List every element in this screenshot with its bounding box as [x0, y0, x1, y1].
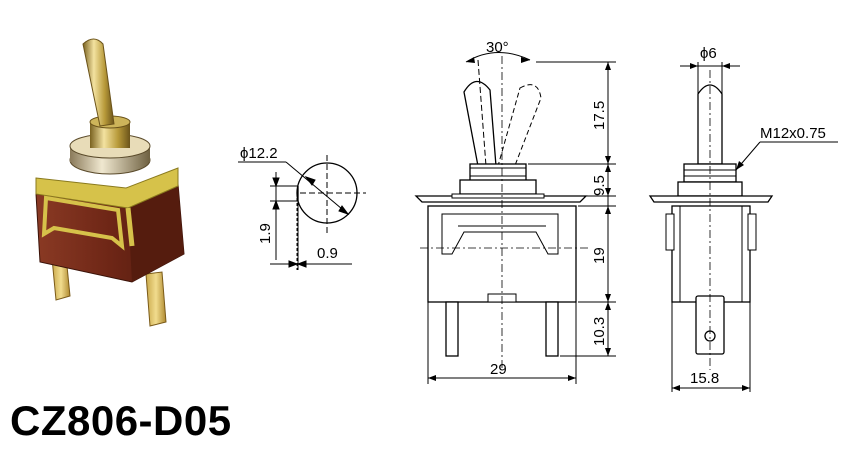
front-lever-tilted — [497, 84, 542, 169]
body-height-label: 19 — [591, 247, 608, 264]
side-width-label: 15.8 — [690, 370, 719, 387]
lever — [82, 38, 115, 127]
front-lever — [463, 80, 497, 167]
side-frame — [648, 195, 774, 203]
front-nut — [459, 179, 537, 195]
side-view — [648, 62, 838, 392]
model-code-title: CZ806-D05 — [10, 397, 232, 444]
product-photo — [35, 38, 185, 327]
terminal-length-label: 10.3 — [591, 317, 608, 346]
lever-diameter-label: ϕ6 — [700, 45, 717, 62]
thread-label: M12x0.75 — [760, 125, 826, 142]
front-view — [414, 51, 616, 384]
front-terminal-left — [445, 301, 459, 357]
hole-diameter-label: ϕ12.2 — [240, 145, 278, 162]
angle-label: 30° — [486, 39, 509, 56]
flat-offset-label: 0.9 — [317, 245, 338, 262]
flat-height-label: 1.9 — [257, 223, 274, 244]
body-width-label: 29 — [490, 361, 507, 378]
bushing-height-label: 9.5 — [591, 175, 608, 196]
panel-hole-view — [238, 155, 366, 270]
front-terminal-right — [545, 301, 559, 357]
mounting-frame — [35, 167, 179, 209]
lever-height-label: 17.5 — [591, 101, 608, 130]
side-body — [671, 205, 751, 303]
front-bushing — [469, 163, 527, 183]
terminal-right — [145, 271, 167, 327]
